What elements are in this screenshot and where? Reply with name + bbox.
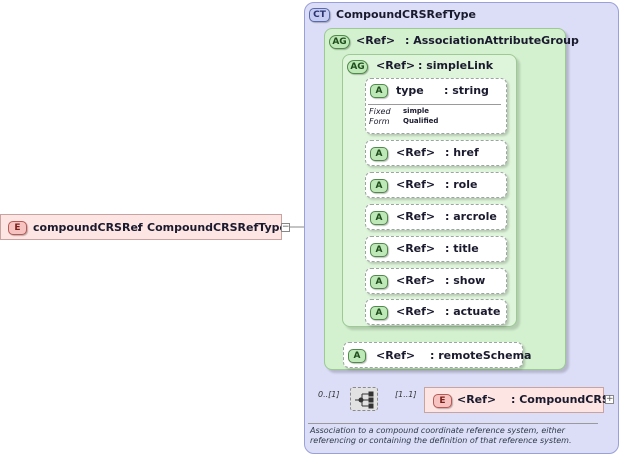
simple-link-ref: <Ref>	[376, 59, 416, 72]
attribute-ref: <Ref>	[396, 274, 436, 287]
root-element-name: compoundCRSRef	[33, 221, 143, 234]
attribute-divider	[368, 104, 501, 105]
attribute-type-name: type	[396, 84, 424, 97]
attribute-ref: <Ref>	[396, 242, 436, 255]
sequence-multiplicity: 0..[1]	[318, 390, 340, 399]
attribute-show[interactable]: A <Ref> : show	[365, 268, 507, 294]
root-element-separator: :	[137, 221, 142, 234]
expand-icon[interactable]: +	[605, 394, 614, 404]
attribute-remote-schema[interactable]: A <Ref> : remoteSchema	[343, 342, 531, 368]
association-group-name: : AssociationAttributeGroup	[405, 34, 579, 47]
association-group-ref: <Ref>	[356, 34, 396, 47]
attribute-type[interactable]: A type : string Fixed simple Form Qualif…	[365, 78, 507, 134]
element-badge: E	[8, 221, 27, 235]
attribute-ref: <Ref>	[376, 349, 416, 362]
attribute-badge: A	[370, 211, 388, 225]
attribute-ref: <Ref>	[396, 210, 436, 223]
attribute-badge: A	[370, 84, 388, 98]
form-value: Qualified	[403, 117, 439, 125]
complex-type-badge: CT	[309, 8, 330, 22]
attribute-role[interactable]: A <Ref> : role	[365, 172, 507, 198]
sequence-icon	[355, 391, 374, 409]
fixed-value: simple	[403, 107, 430, 115]
attribute-actuate[interactable]: A <Ref> : actuate	[365, 299, 507, 325]
attribute-name: : show	[445, 274, 486, 287]
documentation-line-2: referencing or containing the definition…	[310, 436, 572, 445]
attribute-badge: A	[370, 243, 388, 257]
attribute-group-badge: AG	[329, 35, 350, 49]
root-element[interactable]: E compoundCRSRef : CompoundCRSRefType	[0, 214, 287, 240]
attribute-arcrole[interactable]: A <Ref> : arcrole	[365, 204, 507, 230]
attribute-badge: A	[370, 147, 388, 161]
attribute-ref: <Ref>	[396, 178, 436, 191]
attribute-group-badge: AG	[347, 60, 368, 74]
root-element-type: CompoundCRSRefType	[147, 221, 287, 234]
attribute-title[interactable]: A <Ref> : title	[365, 236, 507, 262]
attribute-badge: A	[370, 275, 388, 289]
attribute-badge: A	[370, 306, 388, 320]
documentation-line-1: Association to a compound coordinate ref…	[310, 426, 565, 435]
child-multiplicity: [1..1]	[395, 390, 417, 399]
complex-type-name: CompoundCRSRefType	[336, 8, 476, 21]
attribute-name: : href	[445, 146, 479, 159]
attribute-name: : role	[445, 178, 478, 191]
simple-link-name: : simpleLink	[418, 59, 494, 72]
attribute-ref: <Ref>	[396, 305, 436, 318]
attribute-type-type: : string	[444, 84, 489, 97]
attribute-badge: A	[348, 349, 366, 363]
documentation-divider	[308, 423, 598, 424]
attribute-name: : arcrole	[445, 210, 497, 223]
attribute-href[interactable]: A <Ref> : href	[365, 140, 507, 166]
attribute-ref: <Ref>	[396, 146, 436, 159]
collapse-icon[interactable]: −	[281, 222, 290, 232]
element-ref: <Ref>	[457, 393, 497, 406]
attribute-badge: A	[370, 179, 388, 193]
sequence-compositor[interactable]	[350, 387, 378, 411]
attribute-name: : title	[445, 242, 479, 255]
attribute-name: : actuate	[445, 305, 501, 318]
attribute-name: : remoteSchema	[430, 349, 532, 362]
element-name: : CompoundCRS	[511, 393, 610, 406]
fixed-label: Fixed	[369, 107, 391, 116]
element-badge: E	[433, 394, 452, 408]
form-label: Form	[369, 117, 390, 126]
element-compound-crs[interactable]: E <Ref> : CompoundCRS	[424, 387, 610, 413]
